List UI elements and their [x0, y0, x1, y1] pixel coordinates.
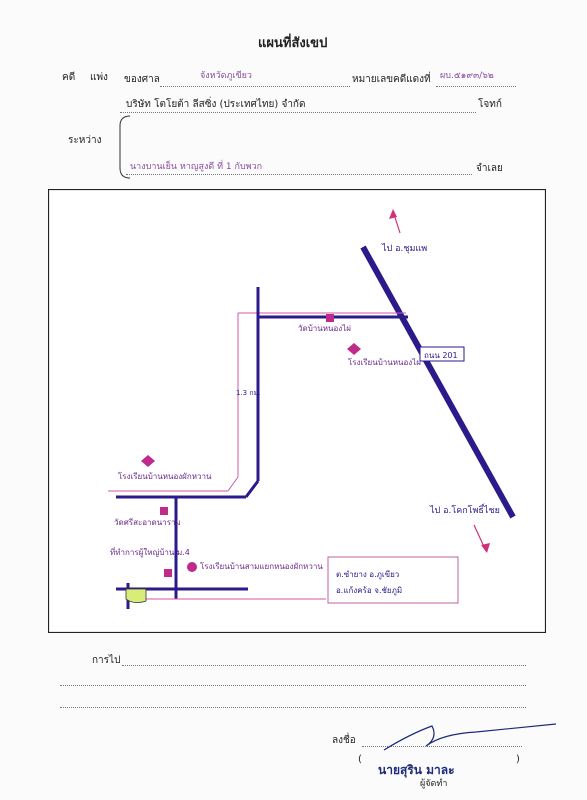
- location-note-line1: ต.ซำยาง อ.ภูเขียว: [336, 570, 399, 580]
- destination-marker: [125, 588, 147, 603]
- temple2-marker-icon: [160, 507, 168, 515]
- plaintiff-name: บริษัท โตโยต้า ลีสซิ่ง (ประเทศไทย) จำกัด: [126, 99, 306, 110]
- school3-circle-icon: [187, 562, 197, 572]
- court-dotted-line: [160, 86, 350, 87]
- road-bottom-label: ไป อ.โคกโพธิ์ไชย: [429, 503, 500, 516]
- signer-name: นายสุริน มาละ: [378, 763, 455, 777]
- landmark-office: ที่ทำการผู้ใหญ่บ้าน ม.4: [110, 546, 190, 558]
- red-case-number: ผบ.๕๑๙๓/๖๒: [440, 71, 494, 81]
- plaintiff-dotted-line: [120, 112, 476, 113]
- map-frame: [48, 189, 546, 633]
- defendant-name: นางบานเย็น หาญสูงดี ที่ 1 กับพวก: [130, 162, 263, 172]
- location-note-box: [327, 556, 459, 604]
- highway-201: [360, 245, 516, 519]
- landmark-school-3: โรงเรียนบ้านสามแยกหนองผักหวาน: [200, 561, 323, 571]
- village-road-bend: [244, 480, 260, 498]
- landmark-temple-2: วัดศรีสะอาดนาราม: [114, 518, 181, 527]
- defendant-dotted-line: [126, 174, 472, 175]
- highway-label: ถนน 201: [424, 351, 458, 360]
- court-label: ของศาล: [124, 74, 160, 85]
- signature: [383, 723, 557, 751]
- sign-label: ลงชื่อ: [332, 735, 356, 746]
- landmark-temple: วัดบ้านหนองไผ่: [298, 324, 351, 333]
- red-case-label: หมายเลขคดีแดงที่: [352, 74, 431, 85]
- school2-diamond-icon: [141, 455, 155, 467]
- sketch-map: ถนน 201 ไป อ.ชุมแพ ไป อ.โคกโพธิ์ไชย 1.3 …: [48, 189, 546, 633]
- court-name: จังหวัดภูเขียว: [200, 71, 252, 81]
- road-top-label: ไป อ.ชุมแพ: [381, 243, 427, 254]
- signer-role: ผู้จัดทำ: [420, 779, 448, 789]
- case-type: แพ่ง: [90, 72, 108, 83]
- school-diamond-icon: [347, 343, 361, 355]
- page-title: แผนที่สังเขป: [258, 36, 328, 51]
- landmark-school-2: โรงเรียนบ้านหนองผักหวาน: [118, 471, 212, 481]
- between-bracket: [119, 115, 131, 179]
- landmark-school: โรงเรียนบ้านหนองไผ่: [348, 357, 421, 367]
- distance-label: 1.3 กม.: [236, 389, 260, 397]
- arrow-down-icon: [473, 524, 490, 553]
- arrow-up-icon: [389, 209, 401, 234]
- office-marker-icon: [164, 569, 172, 577]
- case-label: คดี: [62, 72, 76, 83]
- between-label: ระหว่าง: [68, 135, 102, 146]
- red-case-dotted-line: [436, 86, 516, 87]
- temple-marker-icon: [326, 314, 334, 322]
- location-note-line2: อ.แก้งคร้อ จ.ชัยภูมิ: [336, 586, 402, 596]
- plaintiff-role: โจทก์: [478, 99, 502, 110]
- defendant-role: จำเลย: [476, 163, 503, 174]
- travel-label: การไป: [92, 655, 121, 666]
